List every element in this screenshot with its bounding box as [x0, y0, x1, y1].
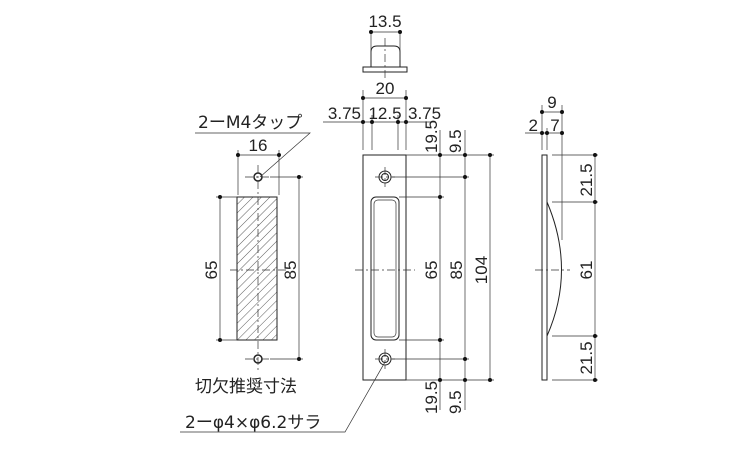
dim-front-top-b: 9.5 — [446, 129, 465, 153]
dim-side-9: 9 — [547, 93, 556, 112]
dim-side-2: 2 — [529, 116, 538, 135]
dim-front-bot-a: 19.5 — [422, 381, 441, 414]
dim-side-top: 21.5 — [577, 163, 596, 196]
dim-front-right: 3.75 — [408, 104, 441, 123]
dim-top-width: 13.5 — [368, 12, 401, 31]
dim-cut-16: 16 — [249, 136, 268, 155]
label-cutout: 切欠推奨寸法 — [195, 377, 297, 397]
dim-front-top-a: 19.5 — [422, 120, 441, 153]
dim-front-85: 85 — [447, 261, 466, 280]
dim-front-mid: 12.5 — [368, 104, 401, 123]
dim-side-bot: 21.5 — [577, 341, 596, 374]
cutout-view: 16 65 85 2ーM4タップ 切欠推奨寸法 — [195, 113, 311, 397]
dim-side-7: 7 — [550, 116, 559, 135]
dim-front-left: 3.75 — [328, 104, 361, 123]
dim-front-bot-b: 9.5 — [446, 390, 465, 414]
label-tap: 2ーM4タップ — [198, 113, 302, 133]
dim-front-width: 20 — [376, 79, 395, 98]
side-view: 9 2 7 21.5 61 21.5 — [525, 93, 598, 382]
dim-cut-65: 65 — [202, 261, 221, 280]
dim-front-104: 104 — [472, 256, 491, 284]
top-view: 13.5 — [362, 12, 408, 80]
dim-cut-85: 85 — [281, 261, 300, 280]
dim-side-mid: 61 — [577, 261, 596, 280]
label-hole: 2ーφ4×φ6.2サラ — [185, 413, 321, 433]
front-view: 20 3.75 12.5 3.75 19.5 9.5 19.5 9.5 65 8… — [180, 79, 494, 433]
dim-front-65: 65 — [422, 261, 441, 280]
